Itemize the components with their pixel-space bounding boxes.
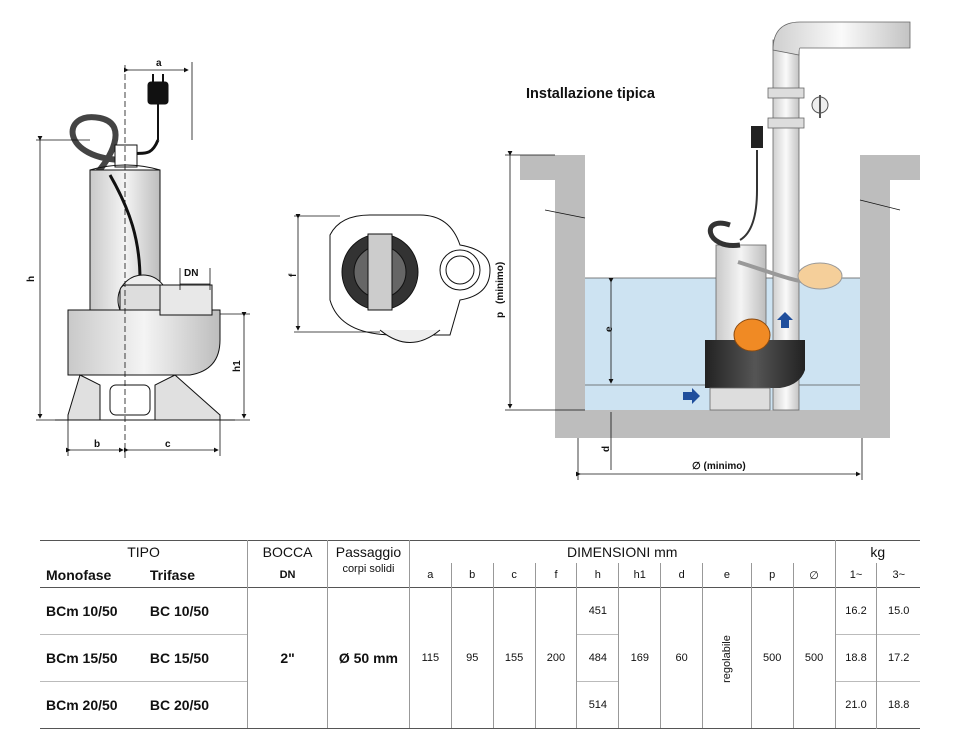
- bocca-value: 2": [247, 587, 328, 729]
- dim-diameter-label: ∅ (minimo): [692, 461, 746, 472]
- col-h1: h1: [618, 563, 661, 588]
- col-b: b: [450, 563, 494, 588]
- dim-c-label: c: [165, 439, 171, 450]
- col-kg-1: 1~: [834, 563, 877, 588]
- dim-b-label: b: [94, 439, 100, 450]
- col-kg-3: 3~: [876, 563, 920, 588]
- model-mono: BCm 15/50: [40, 634, 144, 682]
- p-value: 500: [750, 587, 794, 729]
- f-value: 200: [534, 587, 577, 729]
- b-value: 95: [450, 587, 494, 729]
- dim-p-label: p: [495, 312, 506, 318]
- a-value: 115: [408, 587, 452, 729]
- c-value: 155: [492, 587, 536, 729]
- col-c: c: [492, 563, 536, 588]
- kg3-value: 18.8: [876, 681, 920, 729]
- technical-drawings: a h h1 b c DN f: [26, 21, 920, 480]
- dim-dn-label: DN: [184, 268, 198, 279]
- corpi-header: corpi solidi: [326, 563, 410, 588]
- dn-header: DN: [247, 563, 328, 588]
- kg1-value: 21.0: [834, 681, 877, 729]
- spec-table: TIPO BOCCA Passaggio DIMENSIONI mm kg Mo…: [40, 540, 920, 729]
- table-row: BCm 10/50 BC 10/50 2" Ø 50 mm 115 95 155…: [40, 587, 920, 729]
- kg-header: kg: [834, 540, 920, 563]
- passaggio-value: Ø 50 mm: [326, 587, 410, 729]
- pump-front-view: [55, 74, 235, 421]
- kg1-value: 18.8: [834, 634, 877, 682]
- dim-f-label: f: [288, 273, 299, 277]
- dim-e-label: e: [604, 326, 615, 332]
- h-value: 451: [576, 587, 619, 635]
- model-tri: BC 15/50: [143, 634, 248, 682]
- tipo-header: TIPO: [127, 544, 160, 560]
- h-value: 484: [576, 634, 619, 682]
- table-row: BCm 20/50 BC 20/50 514 21.0 18.8: [40, 681, 920, 729]
- col-h: h: [576, 563, 619, 588]
- kg1-value: 16.2: [834, 587, 877, 635]
- d-value: 60: [660, 587, 703, 729]
- dim-d-label: d: [601, 446, 612, 452]
- installation-diagram: [505, 21, 920, 480]
- trifase-header: Trifase: [149, 567, 195, 583]
- bocca-header: BOCCA: [247, 540, 328, 563]
- col-a: a: [408, 563, 452, 588]
- table-row: BCm 15/50 BC 15/50 484 18.8 17.2: [40, 634, 920, 682]
- h-value: 514: [576, 681, 619, 729]
- kg3-value: 15.0: [876, 587, 920, 635]
- h1-value: 169: [618, 587, 661, 729]
- installation-title: Installazione tipica: [526, 86, 655, 102]
- col-f: f: [534, 563, 577, 588]
- kg3-value: 17.2: [876, 634, 920, 682]
- front-view-dimensions: [36, 62, 250, 460]
- model-mono: BCm 10/50: [46, 603, 118, 619]
- model-tri: BC 10/50: [149, 603, 209, 619]
- col-e: e: [702, 563, 752, 588]
- dimensioni-header: DIMENSIONI mm: [408, 540, 836, 563]
- model-tri: BC 20/50: [143, 681, 248, 729]
- dim-h1-label: h1: [232, 360, 243, 372]
- col-diameter: ∅: [792, 563, 836, 588]
- e-value: regolabile: [702, 587, 752, 729]
- col-p: p: [750, 563, 794, 588]
- pump-top-view: [294, 214, 491, 343]
- e-value-text: regolabile: [720, 635, 733, 683]
- model-mono: BCm 20/50: [40, 681, 144, 729]
- dim-p-note: (minimo): [495, 262, 506, 304]
- col-d: d: [660, 563, 703, 588]
- monofase-header: Monofase: [46, 567, 112, 583]
- dim-a-label: a: [156, 58, 162, 69]
- dim-h-label: h: [26, 276, 37, 282]
- passaggio-header: Passaggio: [326, 540, 410, 563]
- diameter-value: 500: [792, 587, 836, 729]
